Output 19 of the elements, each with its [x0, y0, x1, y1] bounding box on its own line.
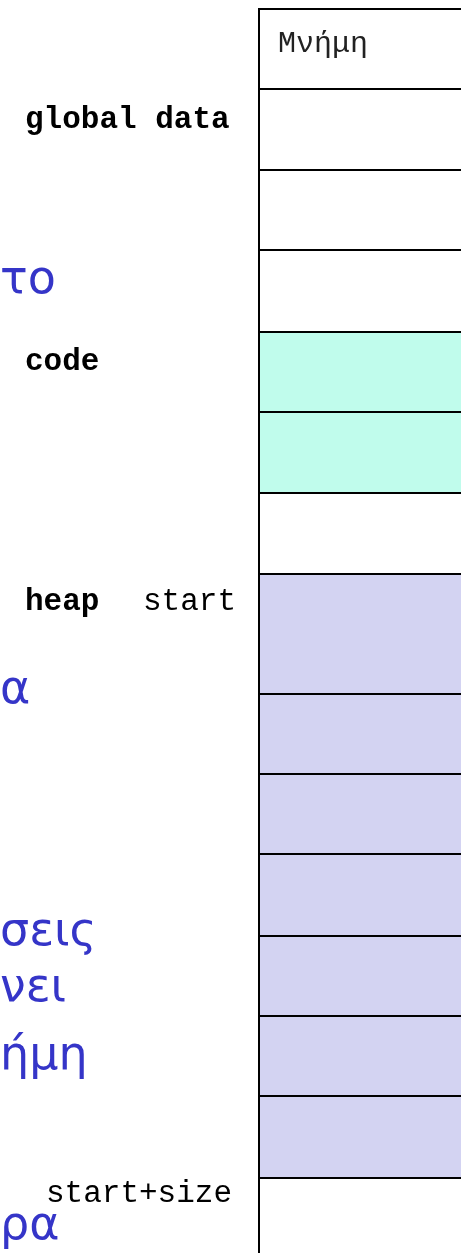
memory-cell	[258, 331, 461, 413]
section-label: code	[25, 346, 100, 377]
address-label: start	[143, 586, 236, 617]
cell-title: Μνήμη	[278, 27, 368, 61]
text-fragment: α	[0, 664, 31, 710]
text-fragment: νει	[0, 962, 67, 1008]
address-label: start+size	[46, 1178, 233, 1209]
section-label: global data	[25, 104, 230, 135]
memory-cell	[258, 693, 461, 775]
memory-cell	[258, 935, 461, 1017]
memory-cell	[258, 853, 461, 937]
memory-cell	[258, 1095, 461, 1179]
memory-cell	[258, 8, 461, 90]
memory-cell	[258, 1015, 461, 1097]
memory-cell	[258, 773, 461, 855]
memory-cell	[258, 573, 461, 695]
memory-cell	[258, 411, 461, 494]
section-label: heap	[25, 586, 100, 617]
text-fragment: το	[0, 254, 56, 300]
